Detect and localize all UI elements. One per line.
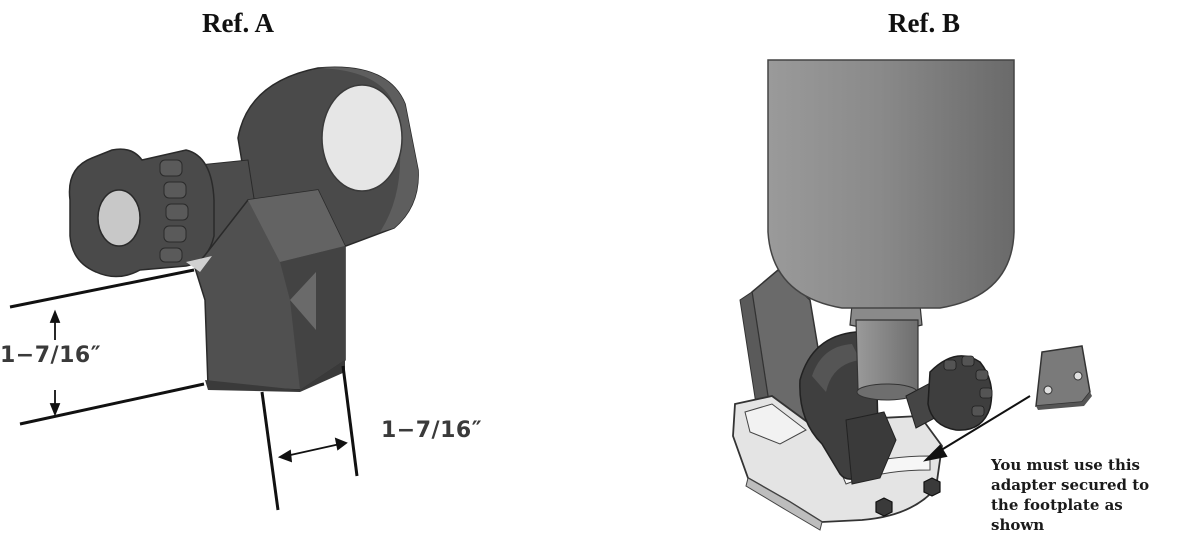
cylinder-tank (767, 59, 1015, 309)
ref-a-dimension-lines (9, 268, 359, 511)
adapter-note-line: the footplate as (991, 496, 1123, 514)
ref-b-assembly (732, 59, 1015, 531)
dim-line-right (341, 365, 359, 477)
adapter-note-line: adapter secured to (991, 476, 1150, 494)
dim-line-top (9, 268, 195, 309)
footplate-rim (744, 403, 807, 445)
ref-a-title: Ref. A (202, 8, 274, 38)
knob-ridges (159, 159, 189, 263)
footplate-base-edge (745, 477, 823, 531)
adapter-plate-edge (1036, 392, 1092, 410)
adapter-note-line: shown (991, 516, 1045, 534)
arrow-horizontal (285, 443, 341, 457)
clamp-block-top (248, 190, 345, 262)
clamp-notch (290, 272, 316, 330)
adapter-pointer-arrow (922, 395, 1031, 462)
adapter-hole-right (1073, 371, 1083, 381)
bar-gap (186, 256, 212, 272)
adapter-plate (1035, 345, 1092, 410)
ref-a-clamp (68, 66, 419, 392)
clamp-bore (321, 84, 403, 192)
knob-face (97, 189, 141, 247)
bolt-left (875, 497, 893, 517)
ref-b-clamp-lower (845, 411, 897, 485)
ref-a-dimension-arrows (49, 309, 348, 463)
adapter-note-line: You must use this (991, 456, 1141, 474)
adapter-hole-left (1043, 385, 1053, 395)
dim-line-bottom (19, 382, 205, 426)
dimension-label-vertical: 1−7/16″ (0, 343, 102, 368)
ref-b-clamp-highlight (812, 344, 860, 392)
dim-line-left (260, 391, 280, 511)
bolt-right (923, 477, 941, 497)
ref-b-title: Ref. B (888, 8, 960, 38)
footplate-bolts (875, 477, 941, 517)
clamp-bottom-edge (205, 360, 345, 392)
adapter-note: You must use this adapter secured to the… (991, 455, 1171, 535)
dimension-label-horizontal: 1−7/16″ (381, 418, 483, 443)
ref-b-knob-ridges (943, 355, 993, 417)
knob-body (68, 148, 215, 278)
